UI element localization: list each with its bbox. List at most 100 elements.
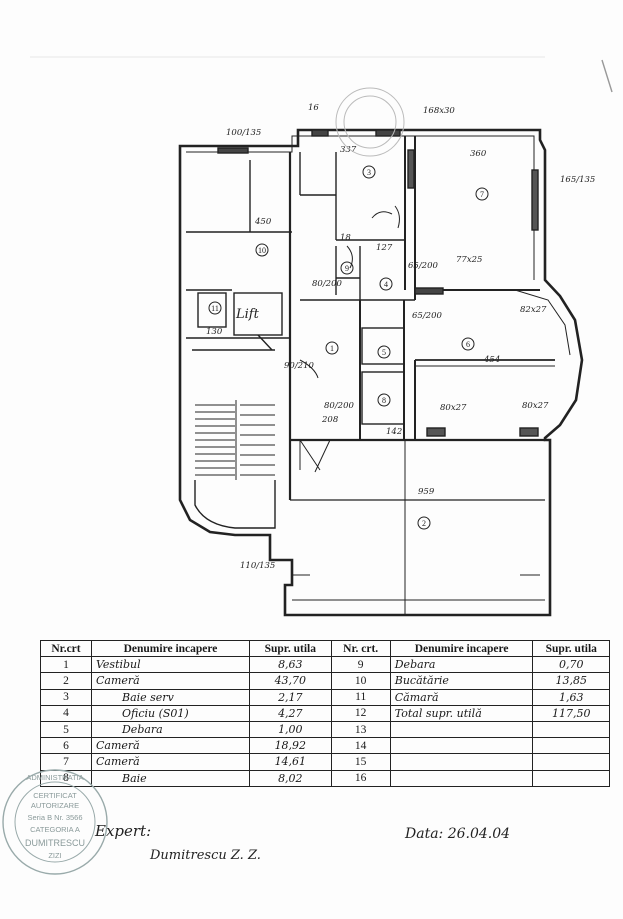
header-area: Supr. utila [249,639,332,658]
svg-text:80x27: 80x27 [440,403,467,413]
svg-text:3: 3 [367,168,371,177]
row-name [389,769,534,787]
row-name: Baie serv [90,688,251,706]
row-name [389,720,534,739]
stamp-line: DUMITRESCU [25,838,85,848]
stamp-line: ADMINISTRATIA [26,773,83,782]
table-row: 3 Baie serv 2,17 11 Cămară 1,63 [40,688,610,706]
row-nr: 3 [40,688,92,706]
svg-text:10: 10 [258,246,266,255]
svg-text:127: 127 [376,243,393,253]
expert-label: Expert: [95,822,152,840]
row-area: 14,61 [249,753,332,771]
row-nr: 2 [40,672,92,690]
svg-text:450: 450 [254,217,272,227]
row-area: 43,70 [249,672,332,690]
svg-text:77x25: 77x25 [456,255,482,265]
svg-text:Lift: Lift [235,307,260,322]
row-area: 4,27 [249,704,332,722]
row-nr: 9 [330,656,391,674]
svg-text:65/200: 65/200 [408,261,438,271]
svg-text:208: 208 [321,415,339,425]
row-nr: 4 [40,704,92,722]
svg-text:4: 4 [384,280,388,289]
stamp-line: CERTIFICAT [33,791,77,800]
stamp-line: ZIZI [48,851,61,860]
row-name: Cameră [90,737,251,755]
header-name-2: Denumire incapere [389,639,534,658]
row-nr: 13 [330,720,391,739]
svg-text:110/135: 110/135 [240,561,275,571]
row-area: 2,17 [249,688,332,706]
table-row: 4 Oficiu (S01) 4,27 12 Total supr. utilă… [40,704,610,722]
svg-text:100/135: 100/135 [226,128,261,138]
row-name: Debara [389,656,534,674]
table-row: 5 Debara 1,00 13 [40,720,610,739]
floor-plan: 100/135 16 168x30 165/135 77x25 80x27 82… [30,56,613,617]
svg-text:16: 16 [308,103,319,113]
svg-text:959: 959 [418,487,435,497]
stamp-line: CATEGORIA A [30,825,80,834]
row-name: Vestibul [90,656,251,674]
svg-text:6: 6 [466,340,470,349]
svg-text:90/210: 90/210 [284,361,314,371]
row-nr: 11 [330,688,391,706]
row-name: Bucătărie [389,672,534,690]
row-area: 8,63 [249,656,332,674]
svg-text:65/200: 65/200 [412,311,442,321]
svg-text:82x27: 82x27 [520,305,547,315]
stamp-line: AUTORIZARE [31,801,79,810]
table-row: 2 Cameră 43,70 10 Bucătărie 13,85 [40,672,610,690]
svg-text:454: 454 [483,355,500,365]
table-row: 7 Cameră 14,61 15 [40,753,610,771]
row-name: Oficiu (S01) [90,704,251,722]
row-nr: 10 [330,672,391,690]
row-name: Cămară [389,688,534,706]
row-nr: 14 [330,737,391,755]
row-area: 1,00 [249,720,332,739]
svg-text:8: 8 [382,396,386,405]
row-area [532,737,610,755]
svg-text:360: 360 [470,149,487,159]
row-nr: 1 [40,656,92,674]
svg-text:80/200: 80/200 [312,279,342,289]
row-name [389,737,534,755]
svg-text:165/135: 165/135 [560,175,595,185]
row-area: 18,92 [249,737,332,755]
table-row: 8 Baie 8,02 16 [40,769,610,787]
row-area: 117,50 [532,704,610,722]
header-name: Denumire incapere [90,639,251,658]
row-nr: 6 [40,737,92,755]
svg-text:11: 11 [211,304,219,313]
row-name: Debara [90,720,251,739]
svg-text:9: 9 [345,264,349,273]
row-area: 13,85 [532,672,610,690]
stamp-line: Seria B Nr. 3566 [27,813,82,822]
table-row: 1 Vestibul 8,63 9 Debara 0,70 [40,656,610,674]
expert-signature: Dumitrescu Z. Z. [150,848,261,863]
svg-text:2: 2 [422,519,426,528]
row-area: 0,70 [532,656,610,674]
table-header-row: Nr.crt Denumire incapere Supr. utila Nr.… [40,639,610,658]
document-date: Data: 26.04.04 [405,826,511,842]
svg-text:130: 130 [206,327,223,337]
row-nr: 15 [330,753,391,771]
svg-text:7: 7 [480,190,484,199]
row-area [532,720,610,739]
header-nr: Nr.crt [40,639,92,658]
row-name: Cameră [90,672,251,690]
row-name [389,753,534,771]
table-row: 6 Cameră 18,92 14 [40,737,610,755]
header-area-2: Supr. utila [532,639,610,658]
row-area [532,753,610,771]
row-name: Cameră [90,753,251,771]
rooms-table: Nr.crt Denumire incapere Supr. utila Nr.… [40,639,610,787]
svg-text:1: 1 [330,344,334,353]
row-nr: 5 [40,720,92,739]
row-area: 8,02 [249,769,332,787]
svg-text:18: 18 [340,233,351,243]
svg-text:142: 142 [386,427,402,437]
svg-text:80/200: 80/200 [324,401,354,411]
svg-text:168x30: 168x30 [423,106,455,116]
